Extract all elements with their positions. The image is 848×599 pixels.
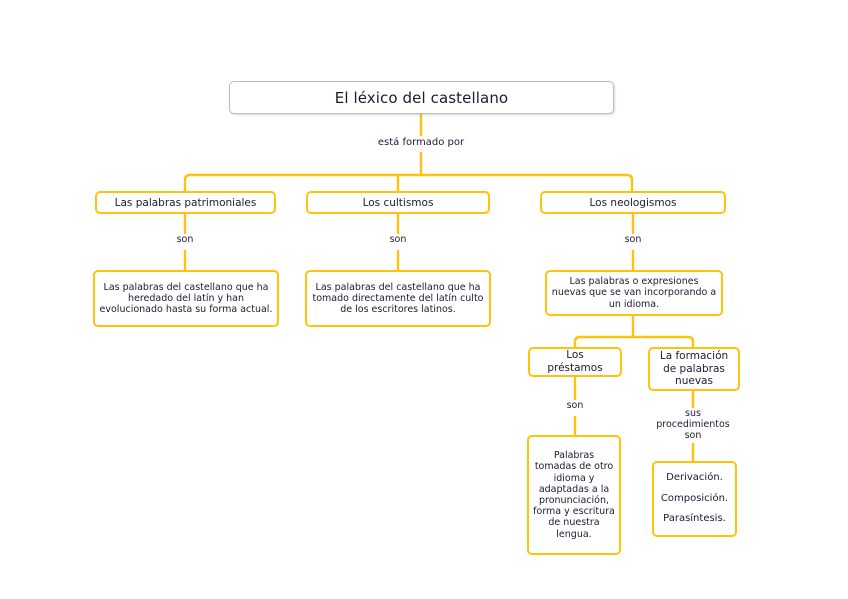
description-node-prestamos-text: Palabras tomadas de otro idioma y adapta… [533,450,615,540]
root-node-label: El léxico del castellano [334,88,509,107]
topic-node-patrimoniales[interactable]: Las palabras patrimoniales [95,191,276,214]
link-label-cultismos-son: son [389,234,407,245]
list-node-procedimientos[interactable]: Derivación. Composición. Parasíntesis. [652,461,737,537]
wire-neologismos-sub-bus [573,335,695,347]
topic-node-neologismos[interactable]: Los neologismos [540,191,726,214]
link-label-root-to-branches: está formado por [377,137,465,148]
description-node-neologismos[interactable]: Las palabras o expresiones nuevas que se… [545,270,723,316]
description-node-patrimoniales-text: Las palabras del castellano que ha hered… [99,281,273,316]
link-label-neologismos-son: son [624,234,642,245]
list-item-parasintesis: Parasíntesis. [663,513,726,525]
topic-node-cultismos-label: Los cultismos [362,196,434,209]
list-item-composicion: Composición. [660,492,729,504]
topic-node-prestamos[interactable]: Los préstamos [528,347,622,377]
wire-main-bus [183,173,634,191]
link-label-patrimoniales-son: son [176,234,194,245]
topic-node-formacion-label: La formación de palabras nuevas [659,350,729,388]
topic-node-neologismos-label: Los neologismos [589,196,677,209]
link-label-prestamos-son: son [566,400,584,411]
description-node-prestamos[interactable]: Palabras tomadas de otro idioma y adapta… [527,435,621,555]
description-node-neologismos-text: Las palabras o expresiones nuevas que se… [551,276,717,310]
topic-node-prestamos-label: Los préstamos [547,349,603,374]
description-node-patrimoniales[interactable]: Las palabras del castellano que ha hered… [93,270,279,327]
list-item-derivacion: Derivación. [666,472,723,484]
description-node-cultismos-text: Las palabras del castellano que ha tomad… [312,281,484,316]
link-label-formacion-procedimientos: sus procedimientos son [656,408,730,441]
topic-node-formacion[interactable]: La formación de palabras nuevas [648,347,740,391]
topic-node-cultismos[interactable]: Los cultismos [306,191,490,214]
description-node-cultismos[interactable]: Las palabras del castellano que ha tomad… [305,270,491,327]
root-node[interactable]: El léxico del castellano [229,81,614,114]
topic-node-patrimoniales-label: Las palabras patrimoniales [114,196,257,209]
